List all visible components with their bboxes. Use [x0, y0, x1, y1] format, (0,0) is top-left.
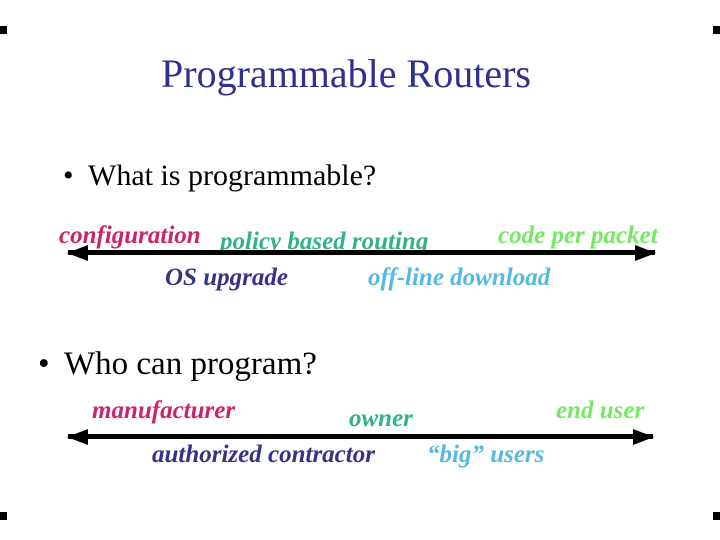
corner-mark-bottom-right: [713, 512, 720, 520]
spectrum1-label-os-upgrade: OS upgrade: [165, 264, 288, 291]
spectrum2-label-end-user: end user: [556, 397, 645, 424]
bullet-item-what-is-programmable: • What is programmable?: [63, 161, 376, 191]
bullet-marker: •: [38, 346, 50, 382]
spectrum2-label-big-users: “big” users: [427, 441, 545, 468]
corner-mark-bottom-left: [0, 512, 7, 520]
spectrum2-label-owner: owner: [349, 405, 413, 432]
bullet-text: What is programmable?: [88, 159, 377, 192]
spectrum1-double-arrow: [67, 244, 656, 261]
spectrum2-double-arrow: [67, 428, 654, 445]
spectrum1-label-configuration: configuration: [59, 222, 201, 249]
spectrum2-label-authorized-contractor: authorized contractor: [152, 441, 375, 468]
bullet-item-who-can-program: • Who can program?: [38, 348, 317, 381]
spectrum1-label-policy-based-routing: policy based routing: [220, 228, 429, 255]
corner-mark-top-right: [713, 26, 720, 34]
spectrum2-label-manufacturer: manufacturer: [92, 397, 236, 424]
corner-mark-top-left: [0, 26, 7, 34]
slide-title: Programmable Routers: [161, 51, 531, 96]
bullet-text: Who can program?: [64, 346, 317, 382]
spectrum1-label-offline-download: off-line download: [368, 264, 551, 291]
bullet-marker: •: [63, 159, 74, 192]
spectrum1-label-code-per-packet: code per packet: [498, 222, 658, 249]
